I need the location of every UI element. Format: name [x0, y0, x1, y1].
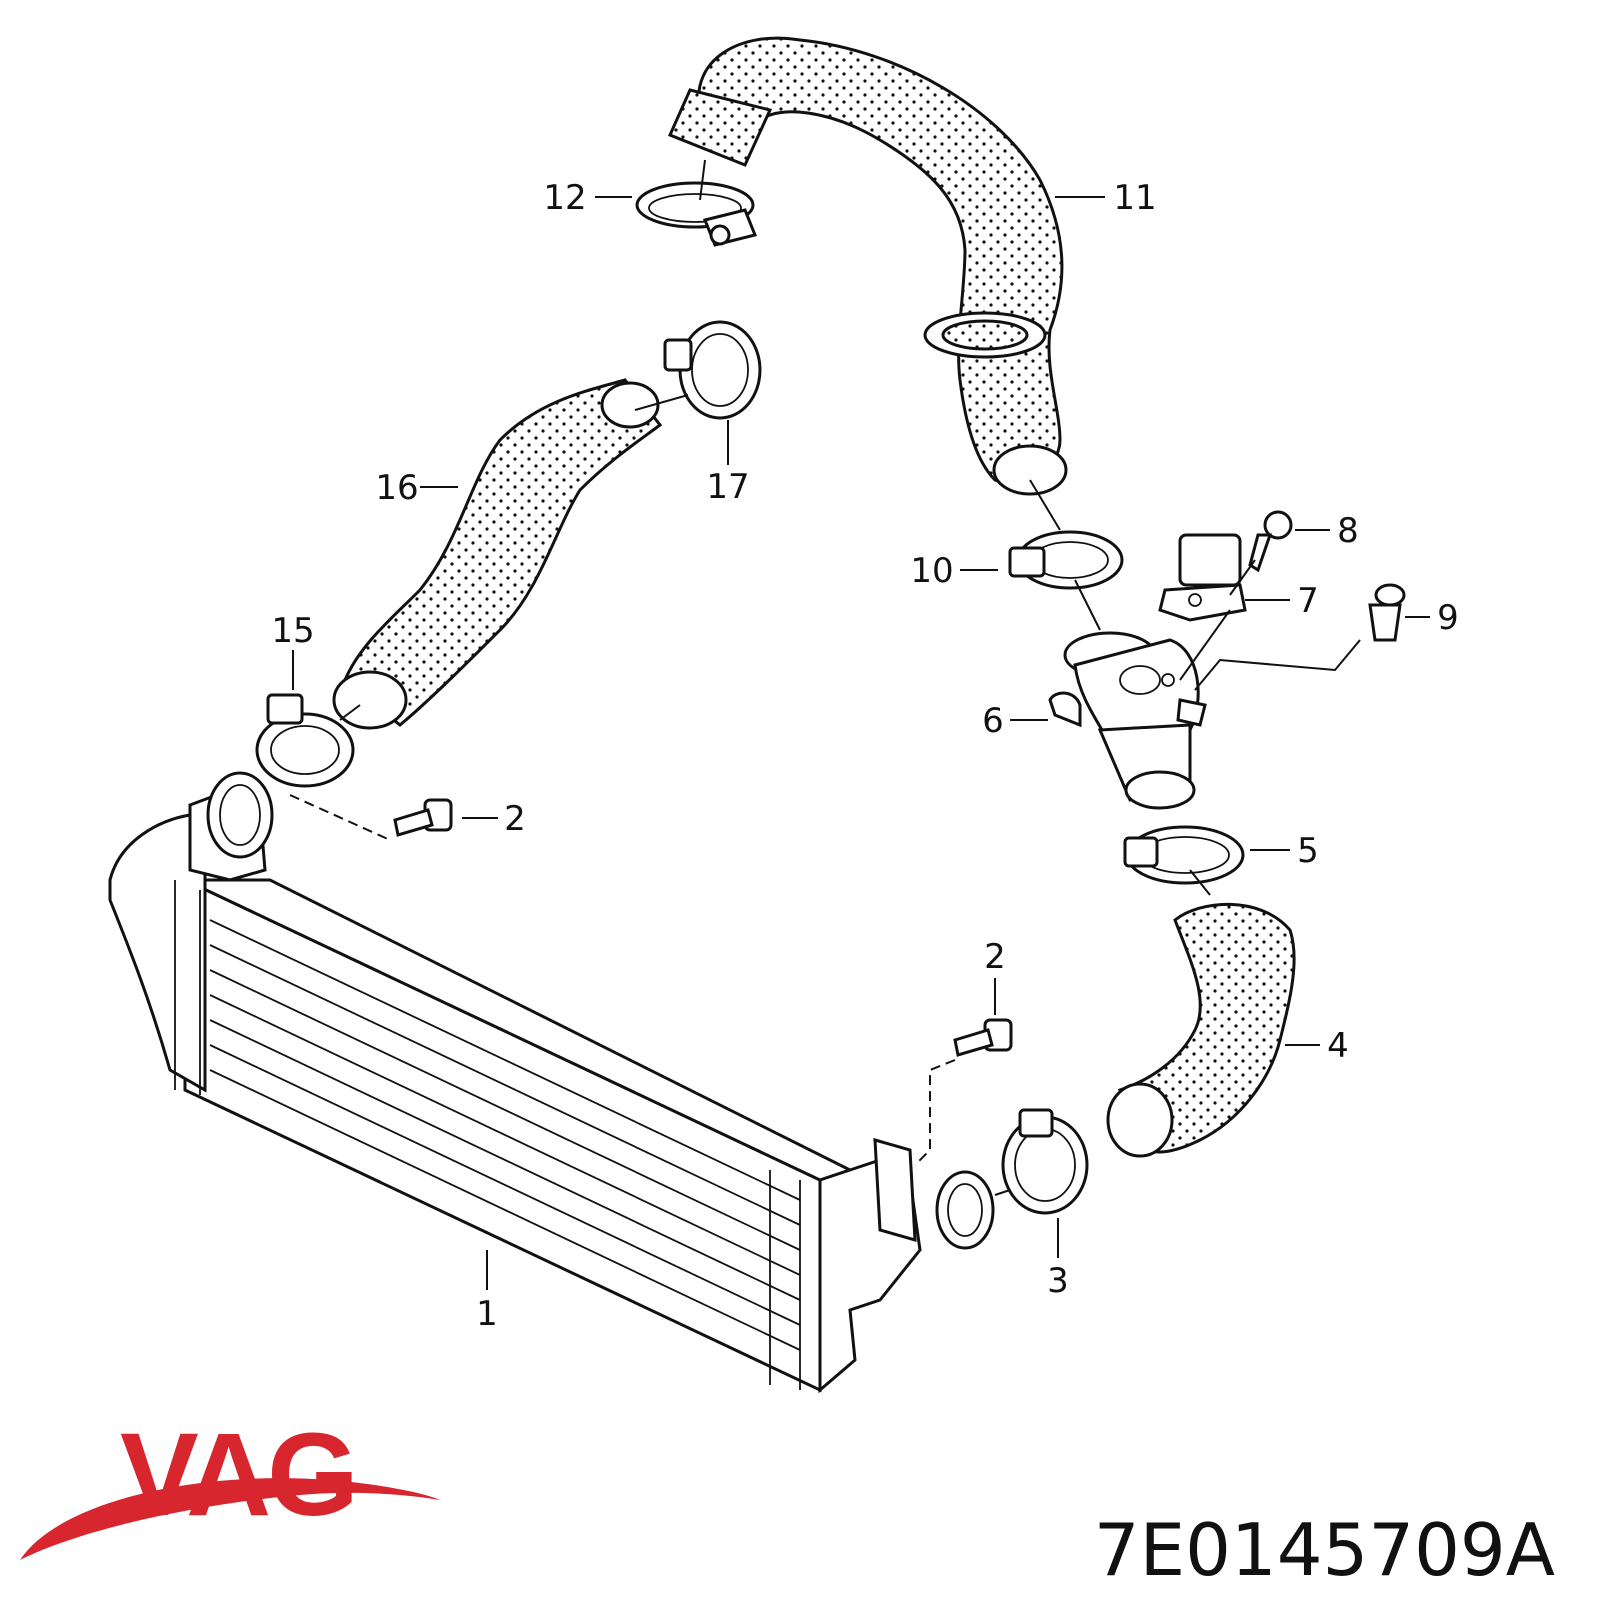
vag-logo: VAG — [20, 1409, 440, 1560]
hose-clamp-part-17 — [634, 320, 762, 465]
hose-clamp-part-3 — [994, 1108, 1089, 1258]
lower-hose-part-4 — [1106, 902, 1320, 1158]
callout-9: 9 — [1437, 598, 1459, 638]
part-number: 7E0145709A — [1094, 1508, 1555, 1592]
sensor-part-7 — [1158, 533, 1290, 681]
bolt-part-2-lower — [914, 978, 1013, 1166]
valve-housing-part-6 — [1010, 631, 1207, 810]
callout-8: 8 — [1337, 511, 1359, 551]
callout-6: 6 — [982, 701, 1004, 741]
screw-part-8 — [1229, 510, 1330, 596]
callout-17: 17 — [706, 467, 749, 507]
left-hose-part-16 — [332, 378, 663, 730]
callout-10: 10 — [910, 551, 953, 591]
brand-name: VAG — [120, 1409, 355, 1541]
clip-part-9 — [1194, 583, 1430, 691]
callout-1: 1 — [476, 1294, 498, 1334]
intercooler-fins — [174, 880, 801, 1390]
callout-2-upper: 2 — [504, 799, 526, 839]
callout-16: 16 — [375, 468, 418, 508]
callout-3: 3 — [1047, 1261, 1069, 1301]
callout-12: 12 — [543, 178, 586, 218]
callout-7: 7 — [1297, 581, 1319, 621]
hose-clamp-part-5 — [1123, 825, 1290, 896]
callout-11: 11 — [1113, 178, 1156, 218]
callout-5: 5 — [1297, 831, 1319, 871]
hose-clamp-part-15 — [255, 650, 361, 788]
bolt-part-2-upper — [289, 794, 498, 841]
callout-2-lower: 2 — [984, 937, 1006, 977]
logo-swoosh — [20, 1478, 440, 1560]
hose-clamp-part-12 — [595, 159, 758, 247]
callout-15: 15 — [271, 611, 314, 651]
callout-labels: 1 2 2 3 4 5 6 7 8 9 10 11 12 15 16 17 — [271, 178, 1458, 1334]
hose-clamp-part-10 — [960, 479, 1124, 631]
callout-4: 4 — [1327, 1026, 1349, 1066]
upper-hose-part-11 — [667, 36, 1105, 496]
intercooler-part-1 — [108, 771, 995, 1394]
